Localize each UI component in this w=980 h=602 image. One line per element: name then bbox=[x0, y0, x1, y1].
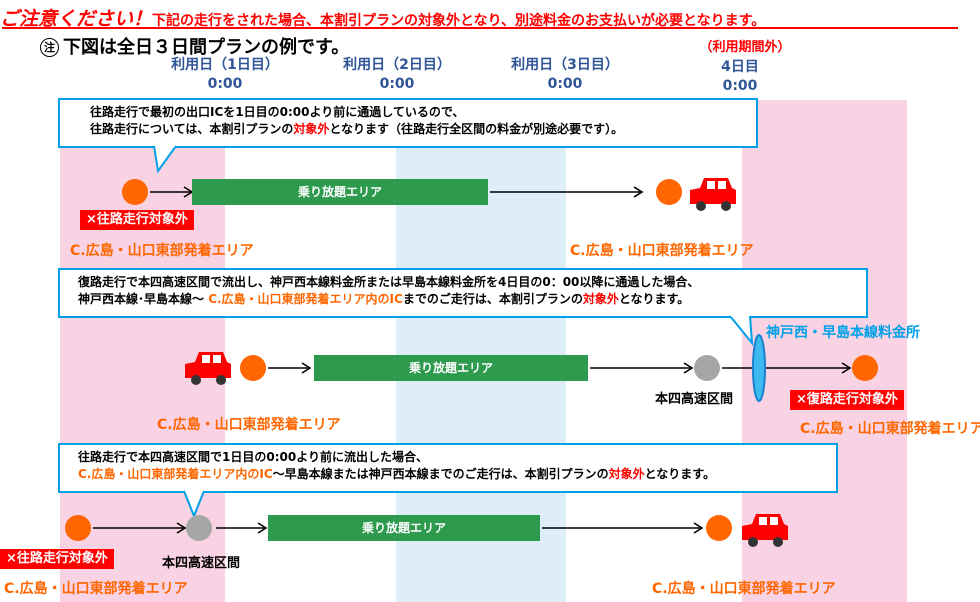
area-label-destination: C.広島・山口東部発着エリア bbox=[652, 581, 836, 597]
day-label: 利用日（2日目） bbox=[343, 57, 451, 73]
day-label: 利用日（3日目） bbox=[511, 57, 619, 73]
callout-line-1: 復路走行で本四高速区間で流出し、神戸西本線料金所または早島本線料金所を4日目の0… bbox=[78, 275, 700, 289]
day-header-2: 利用日（2日目） 0:00 bbox=[322, 56, 472, 94]
origin-dot bbox=[240, 355, 266, 381]
callout-scenario-2: 復路走行で本四高速区間で流出し、神戸西本線料金所または早島本線料金所を4日目の0… bbox=[58, 268, 868, 318]
warning-text: 下記の走行をされた場合、本割引プランの対象外となり、別途料金のお支払いが必要とな… bbox=[152, 13, 766, 29]
junction-dot bbox=[186, 515, 212, 541]
day-header-1: 利用日（1日目） 0:00 bbox=[150, 56, 300, 94]
origin-dot bbox=[122, 179, 148, 205]
callout-tail-1 bbox=[153, 143, 177, 174]
day-label: 4日目 bbox=[721, 59, 759, 75]
callout-line-1: 往路走行で本四高速区間で1日目の0:00より前に流出した場合、 bbox=[78, 450, 428, 464]
toll-gate-icon bbox=[752, 334, 766, 402]
warning-underline bbox=[2, 27, 958, 29]
car-icon bbox=[185, 352, 231, 385]
area-label-origin: C.広島・山口東部発着エリア bbox=[70, 243, 254, 259]
area-label-destination: C.広島・山口東部発着エリア bbox=[570, 243, 754, 259]
note-line: 注下図は全日３日間プランの例です。 bbox=[40, 33, 349, 59]
callout-tail-2 bbox=[729, 313, 754, 347]
car-icon bbox=[690, 178, 736, 211]
free-area-bar: 乗り放題エリア bbox=[192, 179, 488, 205]
area-label-origin: C.広島・山口東部発着エリア bbox=[157, 417, 341, 433]
callout-line-2: 往路走行については、本割引プランの対象外となります（往路走行全区間の料金が別途必… bbox=[90, 122, 624, 136]
day-time: 0:00 bbox=[547, 76, 583, 92]
warning-lead: ご注意ください！ bbox=[0, 8, 153, 30]
arrow-right-icon bbox=[542, 522, 704, 534]
badge-outbound-excluded: ×往路走行対象外 bbox=[80, 210, 194, 230]
day-header-3: 利用日（3日目） 0:00 bbox=[490, 56, 640, 94]
arrow-right-icon bbox=[268, 362, 312, 374]
honshi-label: 本四高速区間 bbox=[162, 556, 241, 571]
warning-banner: ご注意ください！下記の走行をされた場合、本割引プランの対象外となり、別途料金のお… bbox=[0, 4, 980, 31]
out-of-period-label: （利用期間外） bbox=[699, 40, 791, 55]
day-label: 利用日（1日目） bbox=[171, 57, 279, 73]
toll-gate-label: 神戸西・早島本線料金所 bbox=[766, 325, 920, 341]
callout-line-2: 神戸西本線･早島本線～ C.広島・山口東部発着エリア内のICまでのご走行は、本割… bbox=[78, 292, 690, 306]
callout-line-2: C.広島・山口東部発着エリア内のIC～早島本線または神戸西本線までのご走行は、本… bbox=[78, 467, 716, 481]
badge-outbound-excluded: ×往路走行対象外 bbox=[0, 549, 114, 569]
day-time: 0:00 bbox=[722, 78, 758, 94]
arrow-right-icon bbox=[590, 362, 694, 374]
car-icon bbox=[742, 514, 788, 547]
day-time: 0:00 bbox=[379, 76, 415, 92]
callout-scenario-3: 往路走行で本四高速区間で1日目の0:00より前に流出した場合、 C.広島・山口東… bbox=[58, 443, 838, 493]
junction-dot bbox=[694, 355, 720, 381]
destination-dot bbox=[706, 515, 732, 541]
arrow-right-icon bbox=[93, 522, 187, 534]
free-area-bar: 乗り放題エリア bbox=[314, 355, 588, 381]
destination-dot bbox=[852, 355, 878, 381]
arrow-right-icon bbox=[722, 362, 852, 374]
note-text: 下図は全日３日間プランの例です。 bbox=[63, 37, 350, 58]
arrow-right-icon bbox=[216, 522, 268, 534]
badge-return-excluded: ×復路走行対象外 bbox=[790, 390, 904, 410]
destination-dot bbox=[656, 179, 682, 205]
arrow-right-icon bbox=[490, 186, 644, 198]
origin-dot bbox=[65, 515, 91, 541]
note-mark: 注 bbox=[40, 38, 59, 57]
free-area-bar: 乗り放題エリア bbox=[268, 515, 540, 541]
callout-line-1: 往路走行で最初の出口ICを1日目の0:00より前に通過しているので、 bbox=[90, 105, 465, 119]
honshi-label: 本四高速区間 bbox=[655, 392, 734, 407]
area-label-destination: C.広島・山口東部発着エリア bbox=[800, 421, 980, 437]
callout-scenario-1: 往路走行で最初の出口ICを1日目の0:00より前に通過しているので、 往路走行に… bbox=[58, 98, 758, 148]
day-header-4: 4日目 0:00 bbox=[665, 58, 815, 96]
day-time: 0:00 bbox=[207, 76, 243, 92]
area-label-origin: C.広島・山口東部発着エリア bbox=[4, 581, 188, 597]
